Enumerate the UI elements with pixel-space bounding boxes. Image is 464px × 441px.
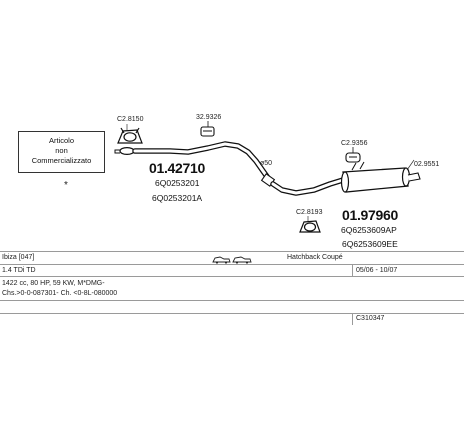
mount-c2-9356-icon — [345, 147, 361, 163]
rear-oe-2: 6Q6253609EE — [342, 239, 398, 249]
table-line-1 — [0, 251, 464, 252]
chassis-range: Chs.>0-0-087301- Ch. <0-8L-080000 — [2, 290, 118, 297]
body-type: Hatchback Coupé — [287, 254, 343, 261]
hanger-32-9326-icon — [200, 121, 215, 137]
label-32-9326: 32.9326 — [196, 114, 222, 121]
note-line-2: non — [55, 146, 68, 155]
label-02-9551: 02.9551 — [414, 161, 440, 168]
engine-specs: 1422 cc, 80 HP, 59 KW, M*DMG- — [2, 280, 105, 287]
table-divider-code — [352, 313, 353, 325]
model-name: Ibiza [047] — [2, 254, 35, 261]
label-c2-8193: C2.8193 — [296, 209, 323, 216]
rear-oe-1: 6Q6253609AP — [341, 225, 397, 235]
label-c2-8150: C2.8150 — [117, 116, 144, 123]
table-divider-years — [352, 264, 353, 276]
rear-silencer-icon — [270, 161, 421, 196]
not-available-note: Articolo non Commercializzato — [18, 131, 105, 173]
production-years: 05/06 - 10/07 — [356, 267, 398, 274]
note-line-1: Articolo — [48, 136, 74, 145]
table-line-5 — [0, 313, 464, 314]
front-oe-2: 6Q0253201A — [152, 193, 203, 203]
catalog-code: C310347 — [356, 315, 385, 322]
note-line-3: Commercializzato — [31, 156, 92, 165]
front-part-number: 01.42710 — [149, 160, 205, 176]
exhaust-drawing — [114, 121, 421, 233]
label-c2-9356: C2.9356 — [341, 140, 368, 147]
diameter-label: ø50 — [260, 160, 273, 167]
front-oe-1: 6Q0253201 — [155, 178, 200, 188]
asterisk-mark: * — [64, 180, 68, 191]
table-line-4 — [0, 300, 464, 301]
engine-name: 1.4 TDi TD — [2, 267, 36, 274]
clamp-front-icon — [114, 127, 143, 156]
clamp-c2-8193-icon — [299, 220, 321, 233]
table-line-2 — [0, 264, 464, 265]
rear-part-number: 01.97960 — [342, 207, 398, 223]
table-line-3 — [0, 276, 464, 277]
car-silhouettes-icon — [212, 256, 252, 264]
